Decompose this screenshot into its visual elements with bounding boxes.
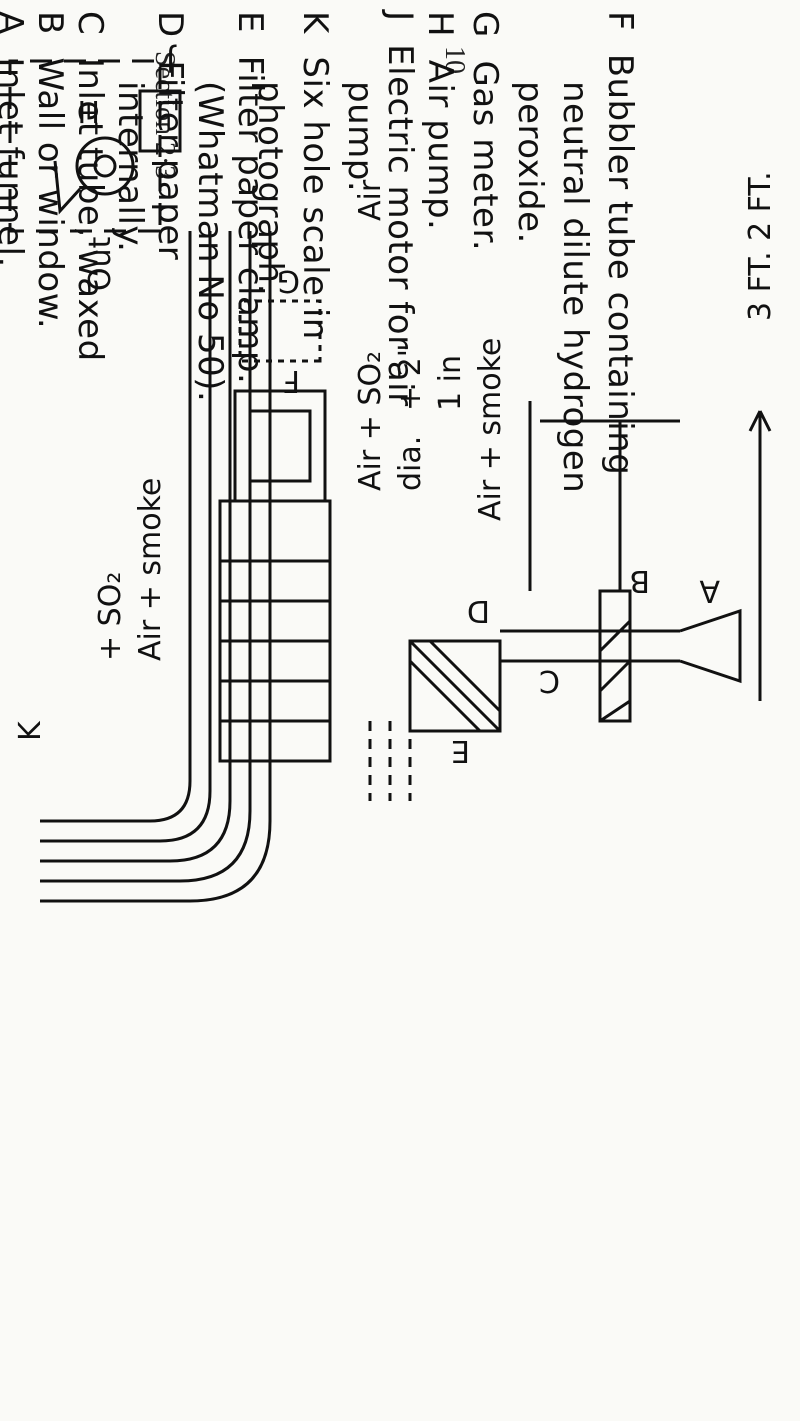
label-size-1: 1 in: [433, 355, 468, 411]
gas-meter-window: [248, 409, 312, 483]
legend-item-f-cont-2: peroxide.: [510, 81, 550, 244]
legend-item-h: H Air pump.: [420, 11, 460, 231]
label-key-a: A: [699, 573, 720, 608]
label-key-k: K: [13, 720, 48, 741]
label-air-smoke-inner: Air + smoke: [473, 338, 508, 521]
scale-box: [238, 299, 322, 363]
legend-item-b: B Wall or window.: [30, 11, 70, 330]
air-pump-icon: [75, 136, 135, 196]
legend-item-k-cont: photograph.: [250, 81, 290, 295]
tube-3: [40, 231, 232, 863]
legend-item-j: J Electric motor for air: [380, 11, 420, 407]
label-size-2: + 2": [393, 343, 428, 411]
label-dia: dia.: [393, 436, 428, 491]
label-air-smoke-inlet: Air + smoke: [133, 478, 168, 661]
legend-item-d-cont: (Whatman No 50).: [190, 81, 230, 403]
inlet-funnel: [679, 608, 742, 684]
label-key-c: C: [539, 663, 560, 698]
label-dim-3ft: 3 FT.: [743, 251, 778, 321]
label-air-so2-inner: Air + SO₂: [353, 351, 388, 491]
label-air: Air: [353, 179, 388, 221]
label-key-f: F: [283, 363, 300, 398]
label-out: Out: [83, 236, 118, 291]
pump-arrow-icon: [53, 160, 82, 215]
label-key-b: B: [629, 563, 650, 598]
pump-enclosure: [8, 59, 162, 233]
tube-4: [40, 231, 252, 883]
label-key-d: D: [467, 593, 490, 628]
legend-item-g: G Gas meter.: [465, 11, 505, 252]
pump-shaft-icon: [93, 154, 117, 178]
legend-item-f: F Bubbler tube containing: [600, 11, 640, 476]
legend-item-f-cont-1: neutral dilute hydrogen: [555, 81, 595, 494]
wall: [598, 589, 632, 723]
label-key-g: G: [277, 263, 300, 298]
legend-item-a: A Inlet funnel.: [0, 11, 30, 268]
label-key-j: J: [166, 43, 177, 78]
legend-item-k: K Six hole scale in: [295, 11, 335, 340]
legend-item-c-cont: internally.: [110, 81, 150, 253]
label-dim-2ft: 2 FT.: [743, 171, 778, 241]
legend-item-d: D Filter paper: [150, 11, 190, 261]
tube-1: [40, 231, 192, 823]
label-air-so2-inlet: + SO₂: [93, 572, 128, 661]
label-key-e: E: [451, 733, 470, 768]
legend-item-c: C Inlet tube, waxed: [70, 11, 110, 362]
filter-clamp: [408, 639, 502, 733]
valve-manifold: [218, 499, 332, 763]
electric-motor: [138, 89, 182, 153]
label-key-h: H: [77, 93, 100, 128]
tube-5: [40, 231, 272, 903]
legend-item-j-cont: pump.: [340, 81, 380, 193]
tube-2: [40, 231, 212, 843]
